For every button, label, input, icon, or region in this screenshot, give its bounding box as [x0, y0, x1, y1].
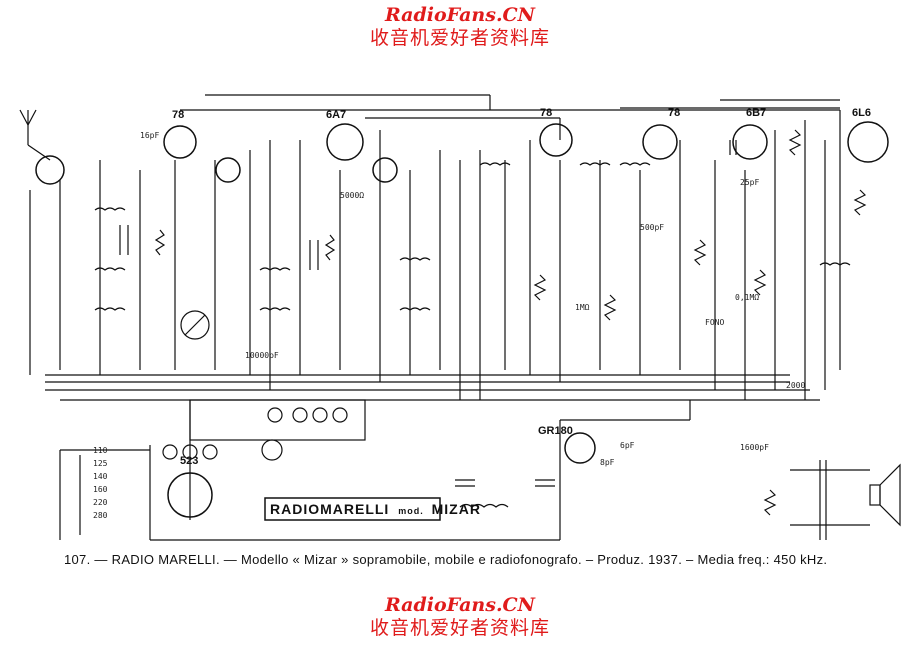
schematic-caption: 107. — RADIO MARELLI. — Modello « Mizar …: [64, 552, 828, 567]
tap-label-220: 220: [93, 498, 108, 507]
component-label-5000ohm: 5000Ω: [340, 191, 364, 200]
component-label-8pf: 8pF: [600, 458, 615, 467]
tube-label-523: 523: [180, 455, 198, 467]
component-label-500pf: 500pF: [640, 223, 664, 232]
component-label-16pf: 16pF: [140, 131, 159, 140]
component-label-2000: 2000: [786, 381, 805, 390]
component-label-1mohm: 1MΩ: [575, 303, 590, 312]
tube-label-78-1: 78: [172, 109, 184, 121]
tube-label-gr180: GR180: [538, 425, 573, 437]
component-label-0-1mohm: 0,1MΩ: [735, 293, 759, 302]
brand-plate: RADIOMARELLI mod. MIZAR: [264, 497, 481, 521]
tube-label-78-3: 78: [668, 107, 680, 119]
watermark-chinese-text: 收音机爱好者资料库: [369, 27, 550, 49]
brand-model: MIZAR: [432, 501, 481, 517]
watermark-site-text: RadioFans.CN: [384, 4, 536, 26]
tube-label-78-2: 78: [540, 107, 552, 119]
brand-mod-prefix: mod.: [398, 506, 424, 516]
component-label-25pf: 25pF: [740, 178, 759, 187]
circuit-schematic: 78 6A7 78 78 6B7 6L6 523 GR180 110 125 1…: [19, 94, 901, 541]
watermark-chinese-text: 收音机爱好者资料库: [369, 617, 550, 639]
tube-label-6a7: 6A7: [326, 109, 346, 121]
tap-label-280: 280: [93, 511, 108, 520]
component-label-6pf: 6pF: [620, 441, 635, 450]
component-label-1600pf: 1600pF: [740, 443, 769, 452]
tap-label-160: 160: [93, 485, 108, 494]
tap-label-140: 140: [93, 472, 108, 481]
watermark-site-text: RadioFans.CN: [384, 594, 536, 616]
component-label-10000pf: 10000pF: [245, 351, 279, 360]
component-label-fono: FONO: [705, 318, 724, 327]
watermark-top: RadioFans.CN 收音机爱好者资料库: [0, 4, 920, 50]
tap-label-125: 125: [93, 459, 108, 468]
brand-name: RADIOMARELLI: [270, 501, 389, 517]
watermark-bottom: RadioFans.CN 收音机爱好者资料库: [0, 594, 920, 640]
tube-label-6b7: 6B7: [746, 107, 766, 119]
tube-label-6l6: 6L6: [852, 107, 871, 119]
tap-label-110: 110: [93, 446, 108, 455]
svg-text:RADIOMARELLI mod.: RADIOMARELLI mod. MIZAR: [270, 501, 481, 517]
